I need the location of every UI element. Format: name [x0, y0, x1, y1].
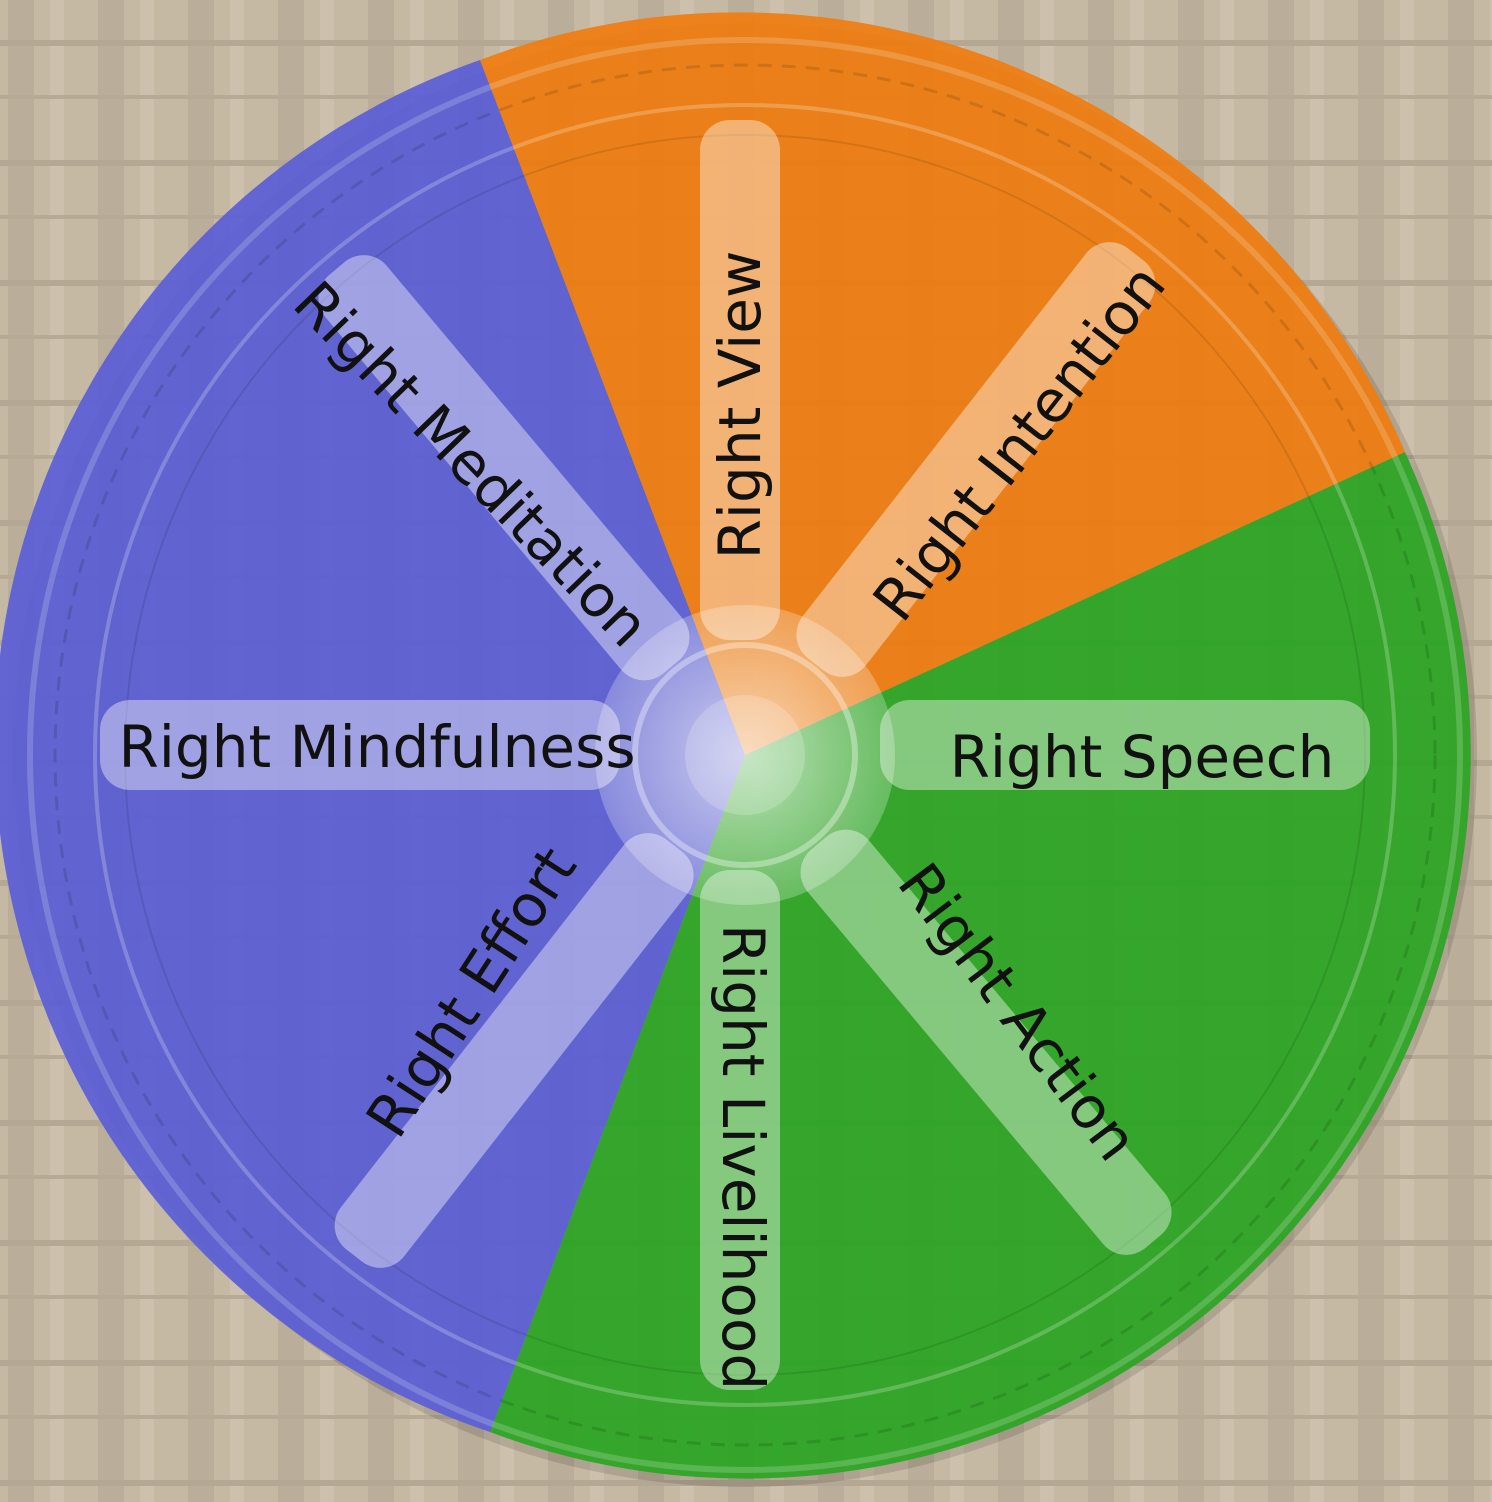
wheel-hub — [595, 605, 895, 905]
wisdom-segment — [480, 12, 1405, 756]
wheel-spokes — [100, 120, 1370, 1390]
wheel-rim — [27, 37, 1463, 1473]
label-right-view: Right View — [706, 251, 774, 560]
wheel-segments — [0, 12, 1471, 1479]
ethical-conduct-segment — [490, 452, 1471, 1479]
label-right-speech: Right Speech — [950, 723, 1335, 791]
label-right-livelihood: Right Livelihood — [709, 924, 777, 1390]
concentration-segment — [0, 60, 745, 1432]
label-right-mindfulness: Right Mindfulness — [118, 713, 635, 781]
